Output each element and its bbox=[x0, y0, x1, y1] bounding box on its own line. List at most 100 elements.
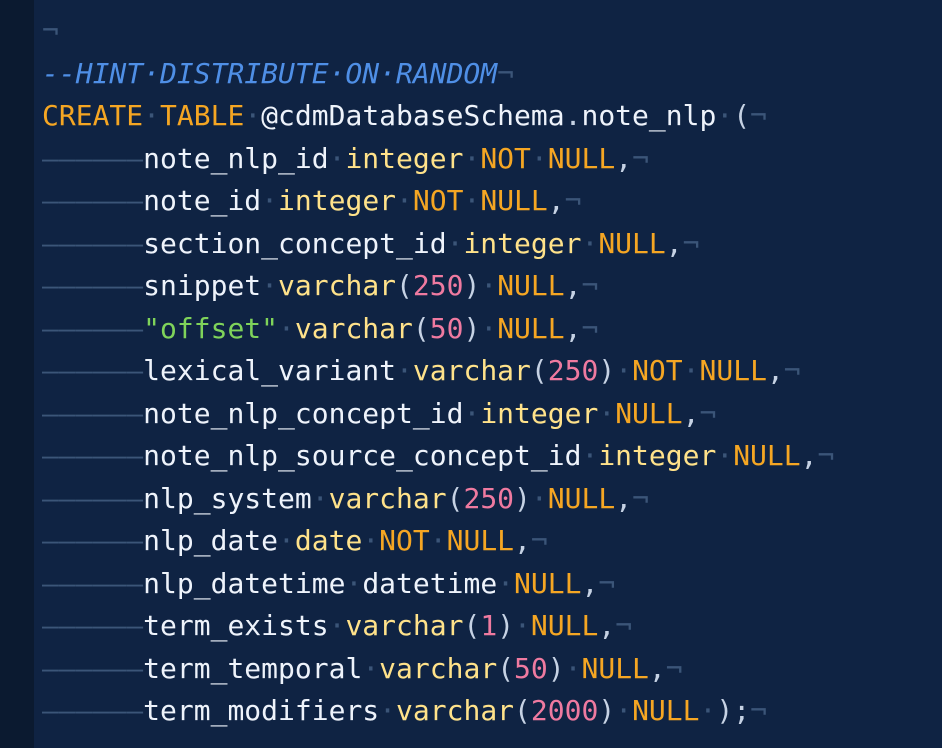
code-token-ws: · bbox=[615, 354, 633, 387]
code-token-ws: · bbox=[278, 311, 295, 345]
code-token-keyword: NOT bbox=[480, 141, 531, 175]
code-line[interactable]: ——————term_exists·varchar(1)·NULL,¬ bbox=[42, 605, 942, 648]
code-line[interactable]: ——————section_concept_id·integer·NULL,¬ bbox=[42, 223, 942, 266]
code-token-ws: · bbox=[716, 439, 734, 472]
code-line[interactable]: ——————note_nlp_concept_id·integer·NULL,¬ bbox=[42, 393, 942, 436]
code-line[interactable]: ——————nlp_system·varchar(250)·NULL,¬ bbox=[42, 478, 942, 521]
code-token-punct: ) bbox=[598, 354, 616, 387]
code-token-punct: ); bbox=[716, 694, 751, 727]
code-token-ws: · bbox=[463, 184, 481, 217]
code-token-number: 250 bbox=[547, 354, 599, 387]
code-token-keyword: NULL bbox=[581, 651, 649, 685]
code-token-ws: · bbox=[345, 566, 363, 600]
code-token-type: integer bbox=[480, 396, 599, 430]
code-token-ident: note_nlp_id bbox=[143, 141, 329, 175]
code-token-number: 250 bbox=[412, 269, 464, 302]
indent-marker: —————— bbox=[42, 396, 144, 430]
code-token-punct: , bbox=[598, 609, 616, 642]
code-token-ident: section_concept_id bbox=[143, 226, 447, 260]
code-line[interactable]: ——————note_nlp_source_concept_id·integer… bbox=[42, 435, 942, 478]
newline-marker: ¬ bbox=[750, 694, 767, 727]
code-token-type: varchar bbox=[328, 481, 447, 515]
indent-marker: —————— bbox=[42, 354, 144, 387]
code-token-punct: , bbox=[514, 524, 531, 557]
code-token-keyword: NULL bbox=[514, 566, 582, 600]
code-token-punct: , bbox=[665, 226, 683, 260]
code-token-ws: · bbox=[530, 481, 548, 515]
code-token-type: integer bbox=[345, 141, 464, 175]
code-token-comment: --HINT·DISTRIBUTE·ON·RANDOM bbox=[42, 56, 498, 90]
code-token-ws: · bbox=[699, 694, 717, 727]
newline-marker: ¬ bbox=[598, 566, 616, 600]
indent-marker: —————— bbox=[42, 481, 144, 515]
code-token-type: varchar bbox=[379, 651, 498, 685]
code-token-keyword: NULL bbox=[615, 396, 683, 430]
newline-marker: ¬ bbox=[817, 439, 835, 472]
code-token-ws: · bbox=[446, 226, 464, 260]
code-token-ws: · bbox=[429, 524, 447, 557]
code-token-type: varchar bbox=[396, 694, 515, 727]
code-token-punct: , bbox=[547, 184, 565, 217]
code-token-type: date bbox=[294, 524, 363, 557]
code-line[interactable]: --HINT·DISTRIBUTE·ON·RANDOM¬ bbox=[42, 53, 942, 96]
code-token-ws: · bbox=[581, 226, 599, 260]
code-token-punct: , bbox=[564, 269, 582, 302]
code-token-punct: ( bbox=[463, 609, 481, 642]
code-token-ws: · bbox=[261, 184, 279, 217]
code-line[interactable]: ——————note_nlp_id·integer·NOT·NULL,¬ bbox=[42, 138, 942, 181]
code-token-number: 50 bbox=[429, 311, 464, 345]
code-token-type: varchar bbox=[278, 269, 397, 302]
code-line[interactable]: ——————nlp_date·date·NOT·NULL,¬ bbox=[42, 520, 942, 563]
code-line[interactable]: ——————nlp_datetime·datetime·NULL,¬ bbox=[42, 563, 942, 606]
code-token-ws: · bbox=[362, 651, 380, 685]
code-token-punct: , bbox=[615, 141, 633, 175]
newline-marker: ¬ bbox=[665, 651, 683, 685]
code-token-ident: note_nlp_concept_id bbox=[143, 396, 464, 430]
code-token-number: 1 bbox=[480, 609, 498, 642]
code-token-ident: nlp_date bbox=[143, 524, 279, 557]
code-token-ws: · bbox=[480, 311, 498, 345]
indent-marker: —————— bbox=[42, 566, 144, 600]
code-token-ident: note_nlp_source_concept_id bbox=[143, 439, 582, 472]
code-token-keyword: NULL bbox=[733, 439, 801, 472]
code-token-keyword: NOT bbox=[412, 184, 464, 217]
code-line[interactable]: ¬ bbox=[42, 10, 942, 53]
newline-marker: ¬ bbox=[581, 311, 599, 345]
indent-marker: —————— bbox=[42, 269, 144, 302]
code-token-keyword: NULL bbox=[497, 311, 565, 345]
code-line[interactable]: ——————snippet·varchar(250)·NULL,¬ bbox=[42, 265, 942, 308]
code-token-type: varchar bbox=[345, 609, 464, 642]
code-token-type: integer bbox=[278, 184, 397, 217]
code-token-ws: · bbox=[463, 396, 481, 430]
code-token-ws: · bbox=[581, 439, 599, 472]
code-token-punct: ( bbox=[446, 481, 464, 515]
code-token-keyword: NULL bbox=[480, 184, 548, 217]
code-token-type: integer bbox=[598, 439, 717, 472]
code-token-ident: note_nlp bbox=[581, 99, 717, 132]
code-token-keyword: NULL bbox=[699, 354, 767, 387]
code-line[interactable]: ——————"offset"·varchar(50)·NULL,¬ bbox=[42, 308, 942, 351]
code-token-type: varchar bbox=[294, 311, 413, 345]
indent-marker: —————— bbox=[42, 651, 144, 685]
code-token-punct: ( bbox=[530, 354, 548, 387]
newline-marker: ¬ bbox=[42, 14, 59, 47]
code-line[interactable]: ——————term_temporal·varchar(50)·NULL,¬ bbox=[42, 648, 942, 691]
code-line[interactable]: ——————note_id·integer·NOT·NULL,¬ bbox=[42, 180, 942, 223]
code-token-punct: , bbox=[581, 566, 599, 600]
code-line[interactable]: ——————term_modifiers·varchar(2000)·NULL·… bbox=[42, 690, 942, 733]
code-token-ws: · bbox=[598, 396, 616, 430]
code-token-punct: . bbox=[564, 99, 582, 132]
newline-marker: ¬ bbox=[615, 609, 633, 642]
code-token-ws: · bbox=[564, 651, 582, 685]
code-token-ident: @cdmDatabaseSchema bbox=[261, 99, 565, 132]
code-token-punct: ( bbox=[412, 311, 430, 345]
code-line[interactable]: ——————lexical_variant·varchar(250)·NOT·N… bbox=[42, 350, 942, 393]
code-token-punct: , bbox=[615, 481, 633, 515]
code-token-punct: ( bbox=[497, 651, 515, 685]
code-token-ws: · bbox=[530, 141, 548, 175]
code-line[interactable]: CREATE·TABLE·@cdmDatabaseSchema.note_nlp… bbox=[42, 95, 942, 138]
code-token-type: varchar bbox=[412, 354, 531, 387]
code-token-punct: ( bbox=[396, 269, 413, 302]
code-area[interactable]: ¬--HINT·DISTRIBUTE·ON·RANDOM¬CREATE·TABL… bbox=[42, 10, 942, 733]
